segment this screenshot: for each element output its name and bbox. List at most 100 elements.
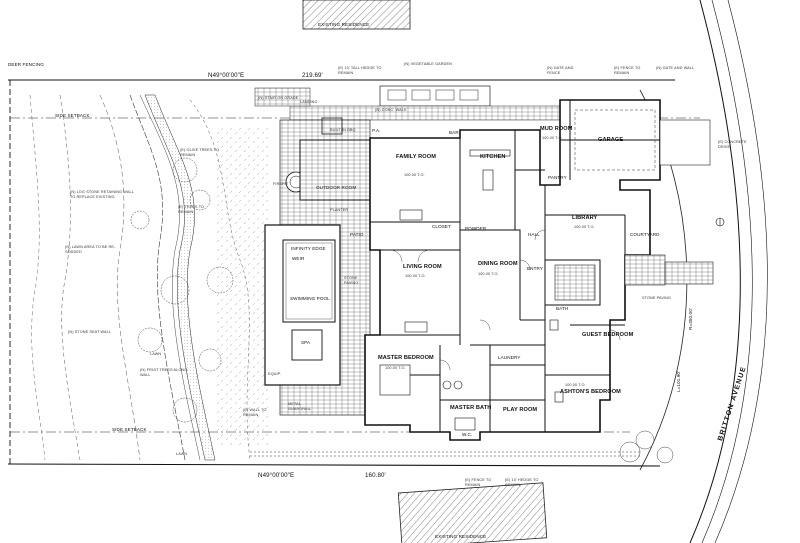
note-stair: (N) STAIR ON GRADE	[258, 96, 299, 100]
room-pa: P.A.	[372, 128, 381, 133]
street-edge-3	[714, 0, 768, 543]
room-laundry: LAUNDRY	[498, 355, 521, 360]
spa	[291, 329, 323, 361]
contour-1	[129, 94, 186, 461]
fence-bottom	[250, 451, 640, 457]
elev-aston: 100.00 T.O.	[565, 383, 586, 387]
room-courtyard: COURTYARD	[630, 232, 660, 237]
entry-paving	[624, 254, 666, 286]
bearing-top: N49°00'00"E	[208, 72, 245, 79]
room-play: PLAY ROOM	[503, 407, 538, 413]
room-mud: MUD ROOM	[540, 126, 573, 132]
note-wall-remain: (E) WALL TO REMAIN	[243, 408, 267, 417]
fixtures	[379, 149, 564, 431]
note-guardrail: METAL GUARDRAIL	[288, 402, 312, 411]
note-tall-hedge: (E) 10' TALL HEDGE TO REMAIN	[338, 66, 382, 75]
street-edge-1	[689, 0, 741, 543]
note-planter: PLANTER	[330, 208, 349, 212]
setback-top-label: SIDE SETBACK	[55, 113, 90, 118]
room-infinity-edge: INFINITY EDGE	[291, 246, 326, 251]
room-aston: ASHTON'S BEDROOM	[560, 389, 621, 395]
street-dim: L=101.90'	[676, 370, 681, 392]
room-outdoor: OUTDOOR ROOM	[316, 185, 357, 190]
room-guest: GUEST BEDROOM	[582, 332, 634, 338]
note-bbq: BUILT-IN BBQ	[330, 128, 356, 132]
room-library: LIBRARY	[572, 215, 598, 221]
street-radius: R=450.00'	[688, 308, 693, 330]
note-pool-equip: EQUIP.	[268, 372, 281, 376]
note-firepit: FIREPIT	[273, 182, 289, 186]
room-weir: WEIR	[292, 256, 305, 261]
driveway-paving	[659, 119, 711, 166]
fencing-label: DEER FENCING	[8, 62, 44, 67]
courtyard-area	[554, 264, 596, 301]
elev-mud: 100.00 T.O.	[542, 136, 563, 140]
note-fruit-trees: (N) FRUIT TREES ALONG WALL	[140, 368, 188, 377]
room-wc: W.C.	[462, 432, 473, 437]
room-pantry: PANTRY	[548, 175, 567, 180]
room-garage: GARAGE	[598, 137, 624, 143]
lawn-area	[215, 125, 270, 445]
house-walls	[364, 99, 661, 441]
room-hall: HALL	[528, 232, 540, 237]
note-lawn-btm: LAWN	[176, 452, 188, 456]
room-master-bedroom: MASTER BEDROOM	[378, 355, 434, 361]
neighbor-top-label: EXISTING RESIDENCE	[318, 22, 370, 27]
stone-wall	[144, 94, 216, 461]
steps	[664, 261, 714, 285]
room-living: LIVING ROOM	[403, 264, 442, 270]
note-fence-remain: (E) FENCE TO REMAIN	[614, 66, 641, 75]
note-concrete-drive: (E) CONCRETE DRIVE	[718, 140, 747, 149]
note-hedge-remain-btm: (E) 10' HEDGE TO REMAIN	[505, 478, 539, 487]
room-powder: POWDER	[465, 226, 487, 231]
contour-5	[29, 94, 46, 461]
note-stone-paving-entry: STONE PAVING	[642, 296, 672, 300]
setback-bottom-label: SIDE SETBACK	[112, 427, 147, 432]
street-edge-2	[701, 0, 753, 543]
note-stone-paving: STONE PAVING	[344, 276, 359, 285]
note-trees-remain: (E) TREES TO REMAIN	[178, 205, 205, 214]
note-gate-wall: (N) GATE AND WALL	[656, 66, 695, 70]
room-kitchen: KITCHEN	[480, 154, 506, 160]
vegetable-garden	[379, 85, 491, 107]
elev-library: 100.00 T.O.	[574, 225, 595, 229]
elev-living: 100.00 T.O.	[405, 274, 426, 278]
room-master-bath: MASTER BATH	[450, 405, 492, 411]
elev-dining: 100.00 T.O.	[478, 272, 499, 276]
note-lawn: LAWN	[150, 352, 162, 356]
room-swimming-pool: SWIMMING POOL	[290, 296, 330, 301]
note-log-wall: (N) LOG STONE RETAINING WALL TO REPLACE …	[70, 190, 134, 199]
note-lawn-reseed: (N) LAWN AREA TO BE RE-SODDED	[65, 245, 116, 254]
elev-family: 100.00 T.O.	[404, 173, 425, 177]
neighbor-bottom-label: EXISTING RESIDENCE	[435, 534, 487, 539]
dim-top: 219.69'	[302, 72, 323, 79]
neighbor-residence-top	[302, 0, 411, 30]
room-dining: DINING ROOM	[478, 261, 518, 267]
room-entry: ENTRY	[527, 266, 543, 271]
note-seat-wall: (N) STONE SEAT WALL	[68, 330, 112, 334]
room-closet: CLOSET	[432, 224, 451, 229]
outdoor-room	[299, 139, 371, 201]
note-fence-remain-btm: (E) FENCE TO REMAIN	[465, 478, 492, 487]
swimming-pool	[282, 239, 336, 323]
room-bath: BATH	[556, 306, 569, 311]
note-veg-garden: (N) VEGETABLE GARDEN	[404, 62, 452, 66]
contour-3	[99, 94, 141, 461]
garage-bay	[574, 109, 656, 171]
contour-2	[139, 94, 201, 461]
elev-master: 100.00 T.O.	[385, 366, 406, 370]
room-patio: PATIO	[350, 232, 364, 237]
dim-bottom: 160.80'	[365, 472, 386, 479]
room-spa: SPA	[301, 340, 311, 345]
room-family: FAMILY ROOM	[396, 154, 436, 160]
stair-landing	[254, 87, 311, 107]
note-gate-fence: (N) GATE AND FENCE	[547, 66, 574, 75]
note-conc-walk: (N) CONC. WALK	[375, 108, 407, 112]
note-olive-trees: (E) OLIVE TREES TO REMAIN	[180, 148, 219, 157]
interior-walls	[370, 100, 660, 432]
property-line-bottom	[7, 463, 661, 467]
note-landing: LANDING	[300, 100, 318, 104]
bearing-bottom: N49°00'00"E	[258, 472, 295, 479]
